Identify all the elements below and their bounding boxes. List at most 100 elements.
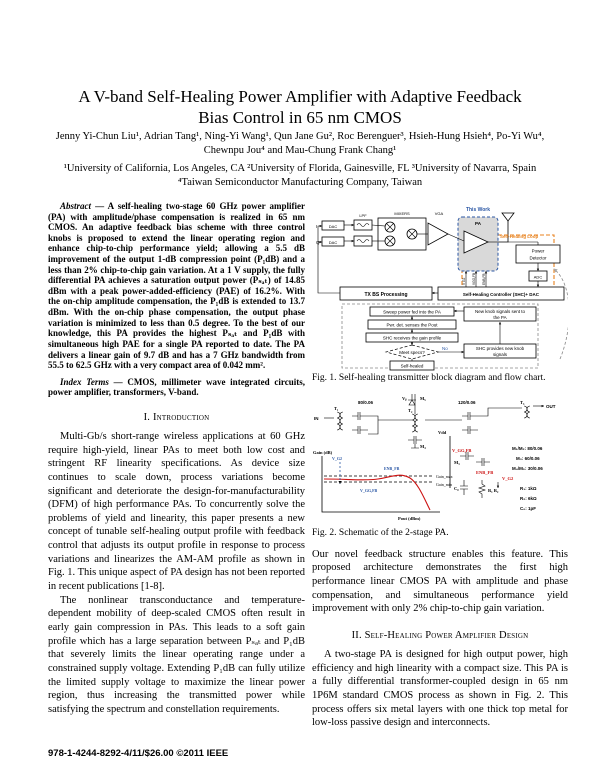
knob3-label: ENB,FB: [482, 273, 486, 285]
loop-curl-arrow: [553, 268, 568, 360]
enbfb-label: ENB_FB: [476, 470, 493, 475]
m2-transistor-icon: [352, 426, 368, 435]
index-terms-label: Index Terms: [60, 376, 109, 387]
vga-label: VGA: [435, 211, 444, 216]
m4-transistor-icon: [408, 436, 422, 449]
dac-i-box: [321, 220, 345, 231]
m4-label: M₄: [420, 444, 426, 449]
flow-provide-knob-label-1: SHC provides new knob: [476, 346, 525, 351]
flow-done-box: [389, 360, 435, 371]
lpf-i-glyph: [356, 223, 370, 227]
m1-transistor-icon: [352, 412, 368, 421]
tx-bs-label: TX BS Processing: [364, 292, 407, 298]
m3-label: M₃: [454, 460, 460, 465]
value-r1: R₁: 1kΩ: [520, 486, 537, 491]
plot-ylabel: Gain (dB): [313, 450, 333, 455]
dac-i-label: DAC: [329, 224, 338, 229]
paper-authors: Jenny Yi-Chun Liu¹, Adrian Tang¹, Ning-Y…: [55, 131, 545, 156]
lpf-q-glyph: [356, 239, 370, 243]
wire-tx-to-i: [317, 224, 340, 294]
plot-axes: [321, 456, 440, 513]
lpf-label: LPF: [359, 213, 367, 218]
t1-label: T₁: [334, 406, 339, 411]
intro-paragraph-2: The nonlinear transconductance and tempe…: [48, 594, 305, 715]
m5-label: M₅: [420, 396, 426, 401]
flow-decision-label: Meet specs?: [399, 350, 425, 355]
wire-lpf-mixer-i: [371, 224, 386, 227]
value-m3: M₃: 60/0.06: [516, 456, 540, 461]
stage2-transistor2-icon: [462, 426, 478, 435]
sec2-paragraph-1: A two-stage PA is designed for high outp…: [312, 648, 568, 729]
m5-transistor-icon: [408, 394, 416, 406]
dac-q-label: DAC: [329, 240, 338, 245]
section-heading-pa-design: II. Self-Healing Power Amplifier Design: [351, 629, 529, 641]
flow-decision-diamond: [384, 344, 440, 360]
flow-new-knob-box: [463, 306, 537, 322]
col2-paragraph-1: Our novel feedback structure enables thi…: [312, 548, 568, 615]
m3-transistor-icon: [460, 452, 474, 461]
stage1-size-label: 80/0.06: [358, 400, 374, 405]
shc-dac-label: Self-Healing Controller (SHC)+ DAC: [463, 292, 540, 297]
pa-amp-icon: [463, 230, 489, 254]
flow-step1-label: Sweep power fed into the PA: [383, 310, 441, 315]
lpf-i-box: [353, 219, 373, 231]
vdd-label: Vdd: [438, 430, 447, 435]
value-m1m2: M₁/M₂: 80/0.06: [512, 446, 543, 451]
wire-vga-pa: [447, 233, 465, 242]
gain-min-label: Gain_min: [436, 482, 452, 487]
fig2-caption: Fig. 2. Schematic of the 2-stage PA.: [312, 528, 449, 539]
plot-enb-label: ENB_FB: [384, 466, 400, 471]
lpf-q-box: [353, 235, 373, 247]
dac-q-box: [321, 236, 345, 247]
mixers-label: MIXERS: [394, 211, 410, 216]
pa-label: PA: [475, 221, 482, 226]
plot-vg2-label: V_G2: [332, 456, 342, 461]
stage2-out-wire: [478, 408, 522, 417]
device-value-list: M₁/M₂: 80/0.06 M₃: 60/0.06 M₄/M₅: 30/0.0…: [512, 446, 543, 511]
value-m4m5: M₄/M₅: 30/0.06: [512, 466, 543, 471]
flow-new-knob-label-1: New knob signals sent to: [475, 309, 526, 314]
vb-label: Vᵦ: [402, 396, 407, 401]
self-healing-loop-label: Self-Healing Loop: [500, 234, 539, 239]
c0-label: C₀: [454, 486, 459, 491]
power-detector-label-2: Detector: [529, 256, 547, 261]
intro-paragraph-1: Multi-Gb/s short-range wireless applicat…: [48, 430, 305, 593]
c0-capacitor-icon: [460, 480, 468, 496]
out-label: OUT: [546, 404, 556, 409]
mixer-i-icon: [384, 221, 396, 233]
stage2-transistor1-icon: [462, 412, 478, 421]
gain-max-label: Gain_max: [436, 474, 453, 479]
left-column: Abstract — A self-healing two-stage 60 G…: [48, 201, 305, 716]
abstract: Abstract — A self-healing two-stage 60 G…: [48, 201, 305, 371]
fig2-schematic: Vᵦ M₅ 80/0.06 120/0.06 IN T₁: [313, 394, 556, 521]
index-terms: Index Terms — CMOS, millimeter wave inte…: [48, 377, 305, 398]
value-r2: R₂: 6kΩ: [520, 496, 537, 501]
paper-affiliations: ¹University of California, Los Angeles, …: [63, 163, 537, 188]
r12-label: R₁ R₂: [488, 488, 499, 493]
this-work-label: This Work: [466, 207, 490, 213]
gain-curve: [323, 474, 431, 511]
flow-provide-knob-label-2: signals: [493, 352, 508, 357]
abstract-text: — A self-healing two-stage 60 GHz power …: [48, 201, 305, 371]
copyright-notice: 978-1-4244-8292-4/11/$26.00 ©2011 IEEE: [48, 748, 229, 759]
flowchart-frame: [341, 303, 539, 369]
plot-vggfb-label: V_GG,FB: [360, 488, 378, 493]
t2-transformer-icon: [411, 414, 419, 433]
index-terms-text: — CMOS, millimeter wave integrated circu…: [48, 376, 305, 398]
stage1-wires: [368, 416, 379, 435]
t2-label: T₂: [408, 408, 413, 413]
i-input-label: I: [316, 224, 317, 229]
vggfb-label: V_GG,FB: [452, 448, 471, 453]
flow-no-label: No: [442, 346, 448, 351]
shc-dac-box: [437, 286, 565, 301]
knob2-label: VGG,FB: [472, 273, 476, 285]
flow-step3-label: SHC receives the gain profile: [383, 336, 442, 341]
vga-amp-icon: [427, 222, 449, 246]
t3-label: T₃: [520, 400, 525, 405]
paper-title: A V-band Self-Healing Power Amplifier wi…: [78, 87, 522, 128]
right-column: This Work I Q DAC DAC LPF MIXERS: [312, 201, 568, 730]
fig1-caption: Fig. 1. Self-healing transmitter block d…: [312, 373, 546, 383]
plot-xlabel: Pout (dBm): [398, 516, 421, 521]
section-heading-introduction: I. Introduction: [143, 411, 210, 423]
flow-done-label: Self-healed: [401, 364, 424, 369]
